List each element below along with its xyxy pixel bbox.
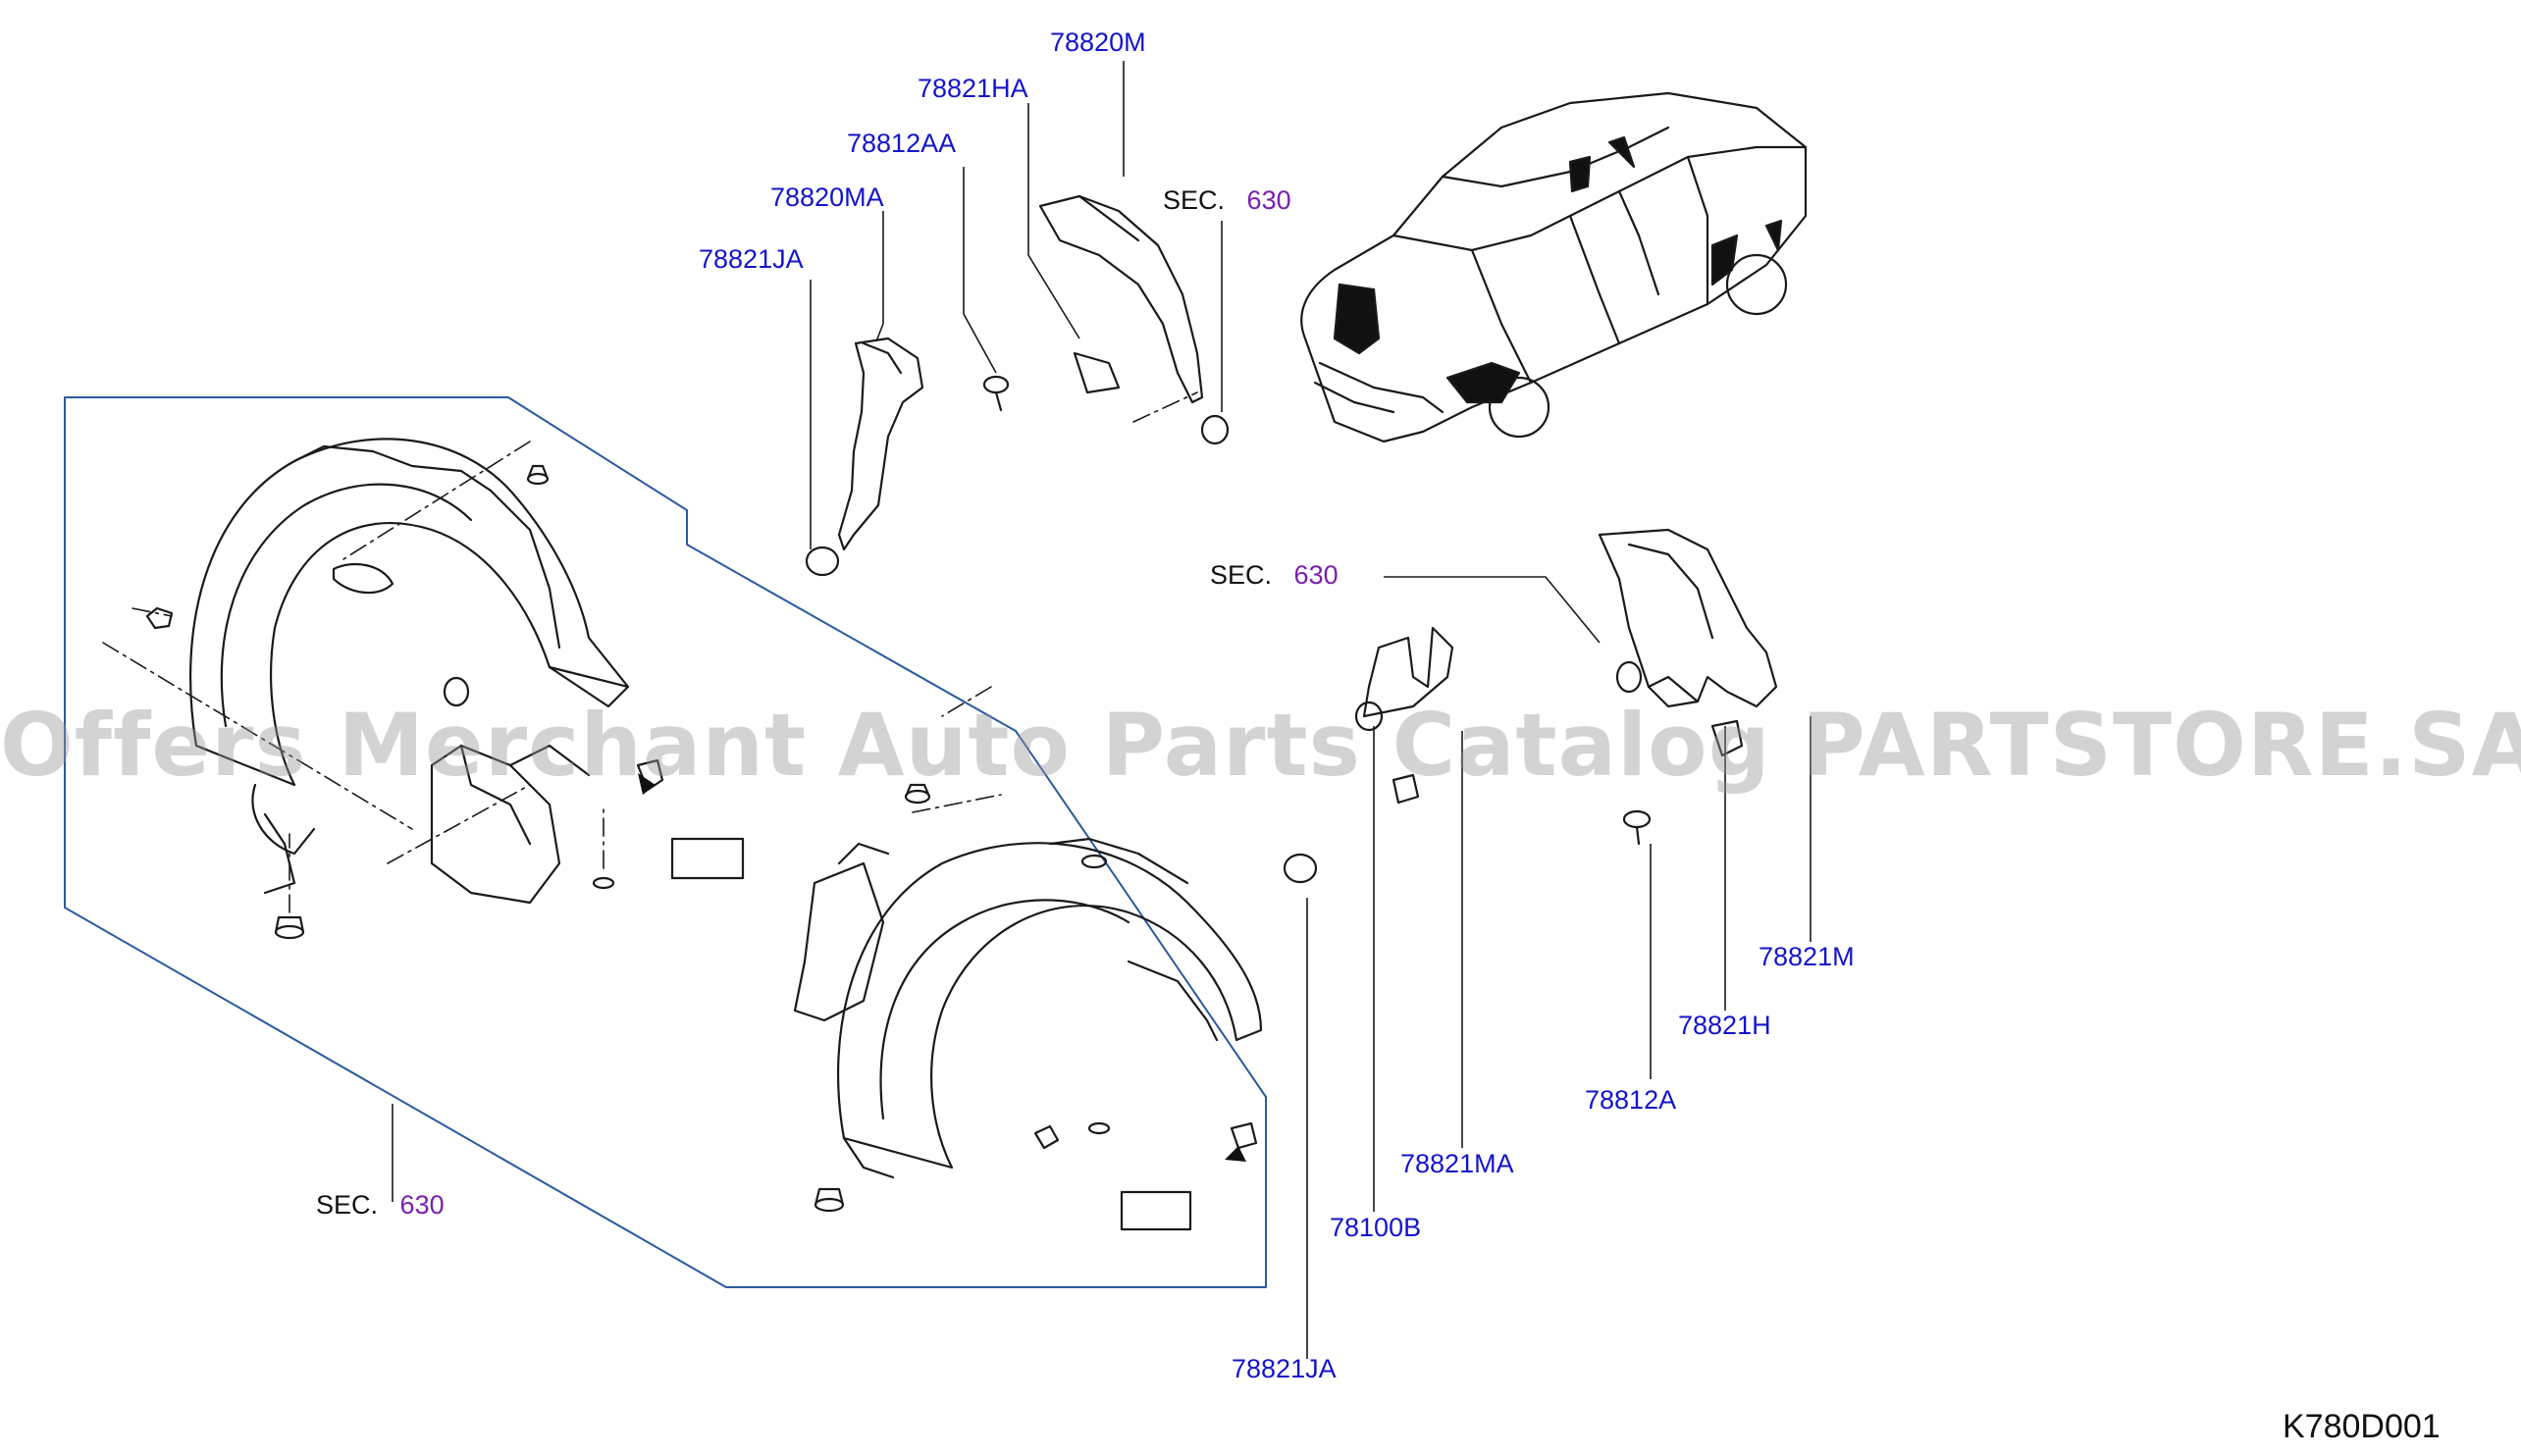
upper-small-parts xyxy=(805,194,1230,577)
diagram-code: K780D001 xyxy=(2283,1408,2441,1445)
sec-630-bottom[interactable]: SEC. 630 xyxy=(316,1192,445,1219)
label-78820m-top[interactable]: 78820M xyxy=(1050,27,1146,57)
label-78821ma[interactable]: 78821MA xyxy=(1400,1149,1514,1178)
label-78812a[interactable]: 78812A xyxy=(1585,1085,1677,1115)
watermark: Offers Merchant Auto Parts Catalog PARTS… xyxy=(0,695,2521,796)
label-78821ja-top[interactable]: 78821JA xyxy=(699,244,804,274)
label-78812aa[interactable]: 78812AA xyxy=(847,129,957,158)
label-78821ja-bottom[interactable]: 78821JA xyxy=(1232,1354,1337,1383)
label-78821h[interactable]: 78821H xyxy=(1678,1011,1771,1040)
leader-lines xyxy=(392,61,1812,1359)
label-78820ma[interactable]: 78820MA xyxy=(770,182,884,212)
sec-number: 630 xyxy=(1246,185,1291,215)
label-78821m[interactable]: 78821M xyxy=(1759,942,1855,971)
car-outline xyxy=(1300,91,1808,443)
label-78821ha[interactable]: 78821HA xyxy=(918,74,1028,103)
rear-liner xyxy=(1283,528,1778,884)
sec-630-top[interactable]: SEC. 630 xyxy=(1163,187,1291,214)
sec-prefix: SEC. xyxy=(1210,560,1273,590)
sec-630-middle[interactable]: SEC. 630 xyxy=(1210,562,1339,589)
arrow-right xyxy=(1225,1146,1246,1162)
front-liner-left xyxy=(145,438,745,940)
group-frame xyxy=(64,396,1267,1288)
sec-number: 630 xyxy=(399,1190,445,1220)
sec-prefix: SEC. xyxy=(316,1190,379,1220)
sec-number: 630 xyxy=(1293,560,1339,590)
arrow-left xyxy=(638,773,656,795)
label-78100b[interactable]: 78100B xyxy=(1330,1213,1422,1242)
sec-prefix: SEC. xyxy=(1163,185,1226,215)
front-liner-right xyxy=(793,783,1263,1231)
